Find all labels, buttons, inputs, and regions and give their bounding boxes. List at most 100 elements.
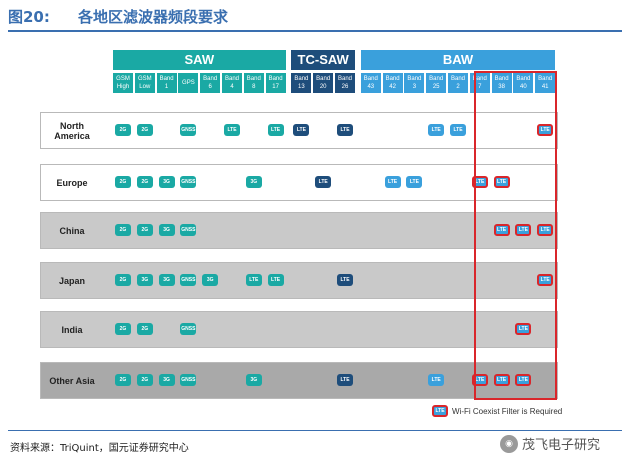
column-header-line: 42: [389, 84, 396, 90]
band-chip: 2G: [136, 124, 153, 136]
band-chip: LTE: [493, 374, 510, 386]
band-chip: 3G: [202, 274, 219, 286]
band-chip: LTE: [337, 274, 353, 286]
group-header-baw: BAW: [360, 50, 556, 70]
band-chip: 2G: [136, 374, 153, 386]
band-chip: 3G: [136, 274, 153, 286]
column-header-line: Band: [268, 76, 283, 82]
band-chip: LTE: [428, 374, 445, 386]
band-chip: LTE: [267, 124, 284, 136]
column-header-line: Band: [516, 76, 531, 82]
band-chip: LTE: [315, 176, 332, 188]
column-header-line: Band: [429, 76, 444, 82]
column-header-line: 2: [456, 84, 460, 90]
region-name: China: [59, 225, 85, 236]
region-label: Other Asia: [40, 362, 104, 399]
column-header-line: 3: [412, 84, 417, 90]
wifi-coexist-highlight-box: [474, 71, 557, 400]
band-chip: 2G: [115, 374, 131, 386]
group-header-tcsaw: TC-SAW: [291, 50, 355, 70]
band-chip: 3G: [245, 374, 262, 386]
band-chip: LTE: [493, 176, 510, 188]
band-chip: GNSS: [180, 374, 197, 386]
column-header: Band 42: [382, 73, 403, 93]
footer-divider: [8, 430, 622, 431]
column-header-line: Band: [316, 76, 331, 82]
column-header-line: Band: [203, 76, 218, 82]
region-row: [40, 311, 558, 348]
column-header-line: High: [116, 84, 130, 90]
band-chip: GNSS: [180, 124, 197, 136]
figure-title: 图20: 各地区滤波器频段要求: [8, 6, 228, 27]
wechat-icon: ◉: [500, 434, 518, 453]
band-chip: 3G: [158, 224, 175, 236]
band-chip: 2G: [136, 176, 153, 188]
column-header-line: Band: [224, 76, 239, 82]
column-header-line: GSM: [137, 76, 152, 82]
band-chip: LTE: [337, 374, 353, 386]
band-chip: 3G: [158, 374, 175, 386]
band-chip: GNSS: [180, 274, 197, 286]
column-header-line: 41: [541, 84, 549, 90]
group-header-saw: SAW: [113, 50, 286, 70]
column-header: Band 40: [513, 73, 534, 93]
band-chip: LTE: [537, 274, 554, 286]
column-header-line: Band: [246, 76, 261, 82]
column-header-line: 17: [272, 84, 279, 90]
region-name: Other Asia: [49, 375, 95, 386]
region-name: Japan: [58, 275, 85, 286]
band-chip: LTE: [428, 124, 445, 136]
figure-title-text: 各地区滤波器频段要求: [78, 8, 229, 26]
figure-number: 图20:: [8, 8, 50, 26]
column-header-line: 25: [432, 84, 440, 90]
band-chip: GNSS: [180, 323, 197, 335]
band-chip: 2G: [115, 124, 131, 136]
band-chip: LTE: [515, 323, 532, 335]
legend-text: Wi-Fi Coexist Filter is Required: [452, 407, 563, 416]
source-note: 资料来源：TriQuint，国元证券研究中心: [10, 443, 189, 454]
column-header-line: Band: [337, 76, 352, 82]
band-chip: LTE: [406, 176, 423, 188]
band-chip: GNSS: [180, 224, 197, 236]
column-header-line: 7: [478, 84, 482, 90]
band-chip: LTE: [337, 124, 353, 136]
column-header-line: 6: [208, 84, 212, 90]
legend-wifi-chip: LTE: [432, 405, 448, 417]
column-header-line: Band: [159, 76, 174, 82]
column-header-line: 26: [341, 84, 349, 90]
column-header: Band 25: [426, 73, 447, 93]
band-chip: LTE: [537, 124, 554, 136]
band-chip: 3G: [245, 176, 262, 188]
column-header-line: 40: [520, 84, 527, 90]
column-header: Band 26: [335, 73, 355, 93]
column-header-line: Band: [385, 76, 400, 82]
watermark-text: 茂飞电子研究: [522, 438, 601, 453]
title-divider: [8, 30, 622, 32]
band-chip: LTE: [450, 124, 466, 136]
band-chip: 2G: [136, 224, 153, 236]
band-chip: 2G: [115, 323, 131, 335]
band-chip: 2G: [115, 224, 131, 236]
band-chip: 2G: [115, 274, 131, 286]
column-header-line: Band: [538, 76, 553, 82]
band-chip: GNSS: [180, 176, 197, 188]
region-label: North America: [40, 112, 104, 149]
column-header-line: 20: [319, 84, 327, 90]
region-name: Europe: [56, 177, 88, 188]
column-header-line: Band: [294, 76, 309, 82]
column-header-line: GPS: [182, 80, 195, 86]
band-chip: LTE: [245, 274, 262, 286]
band-chip: LTE: [267, 274, 284, 286]
column-header-line: Band: [472, 76, 487, 82]
band-chip: LTE: [493, 224, 510, 236]
band-chip: LTE: [384, 176, 401, 188]
column-header-line: 43: [367, 84, 375, 90]
column-header-line: Low: [139, 84, 151, 90]
column-header: Band 20: [313, 73, 334, 93]
